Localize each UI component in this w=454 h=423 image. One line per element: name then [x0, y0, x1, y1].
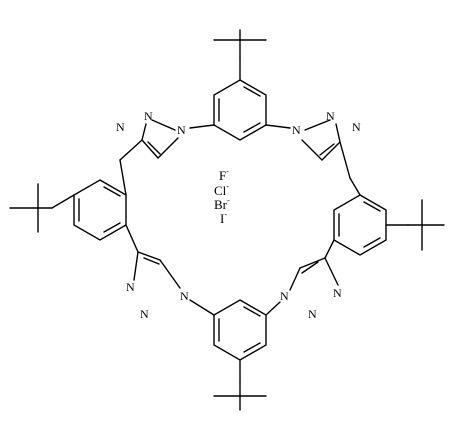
tert-butyl-bottom	[213, 359, 267, 411]
atom-n3-upper-right: N	[352, 120, 361, 134]
triazole-lower-left	[125, 224, 215, 316]
benzene-ring-top	[213, 79, 267, 141]
tert-butyl-top	[213, 29, 267, 81]
atom-n3-upper-left: N	[116, 120, 125, 134]
atom-n2-upper-right: N	[326, 109, 335, 123]
tert-butyl-right	[385, 199, 445, 251]
atom-n3-lower-left: N	[140, 307, 149, 321]
benzene-ring-right	[333, 194, 387, 256]
anion-list: F- Cl- Br- I-	[214, 167, 230, 226]
atom-n2-lower-left: N	[126, 280, 135, 294]
atom-n3-lower-right: N	[308, 307, 317, 321]
anion-chloride: Cl-	[214, 182, 229, 198]
benzene-ring-bottom	[213, 299, 267, 361]
triazole-upper-left	[119, 119, 215, 196]
anion-bromide: Br-	[214, 196, 230, 212]
anion-iodide: I-	[220, 210, 227, 226]
atom-n1-lower-left: N	[180, 289, 189, 303]
atom-n1-lower-right: N	[280, 289, 289, 303]
triazole-upper-right	[265, 119, 361, 196]
atom-n2-upper-left: N	[144, 109, 153, 123]
atom-n1-upper-right: N	[292, 123, 301, 137]
atom-n1-upper-left: N	[177, 123, 186, 137]
anion-fluoride: F-	[219, 167, 229, 183]
benzene-ring-left	[73, 179, 127, 241]
tert-butyl-left	[9, 183, 75, 233]
triazole-lower-right	[265, 239, 339, 316]
atom-n2-lower-right: N	[333, 286, 342, 300]
